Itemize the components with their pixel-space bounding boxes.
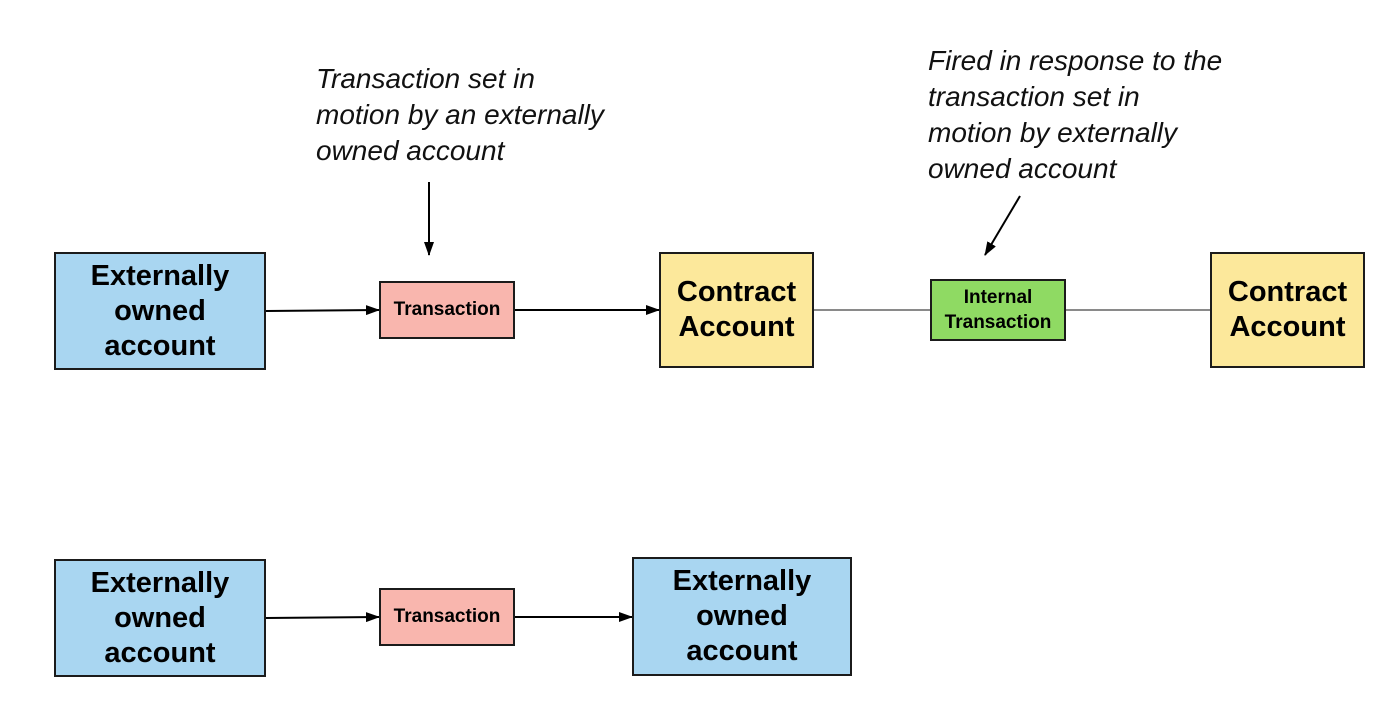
- transaction-box: Transaction: [379, 281, 515, 339]
- externally-owned-account-box: Externally owned account: [54, 252, 266, 370]
- internal-transaction-annotation: Fired in response to the transaction set…: [928, 45, 1223, 184]
- arrow-eoa-to-transaction-row2: [265, 612, 380, 623]
- contract-account-box: Contract Account: [659, 252, 814, 368]
- transaction-box-row2: Transaction: [379, 588, 515, 646]
- internal-transaction-box: Internal Transaction: [930, 279, 1066, 341]
- contract-account-box-2: Contract Account: [1210, 252, 1365, 368]
- arrow-eoa-to-transaction: [265, 305, 380, 316]
- arrow-note-to-internal-transaction: [984, 195, 1021, 256]
- externally-owned-account-box-row2: Externally owned account: [54, 559, 266, 677]
- transaction-annotation: Transaction set in motion by an external…: [316, 63, 604, 166]
- externally-owned-account-target-box: Externally owned account: [632, 557, 852, 676]
